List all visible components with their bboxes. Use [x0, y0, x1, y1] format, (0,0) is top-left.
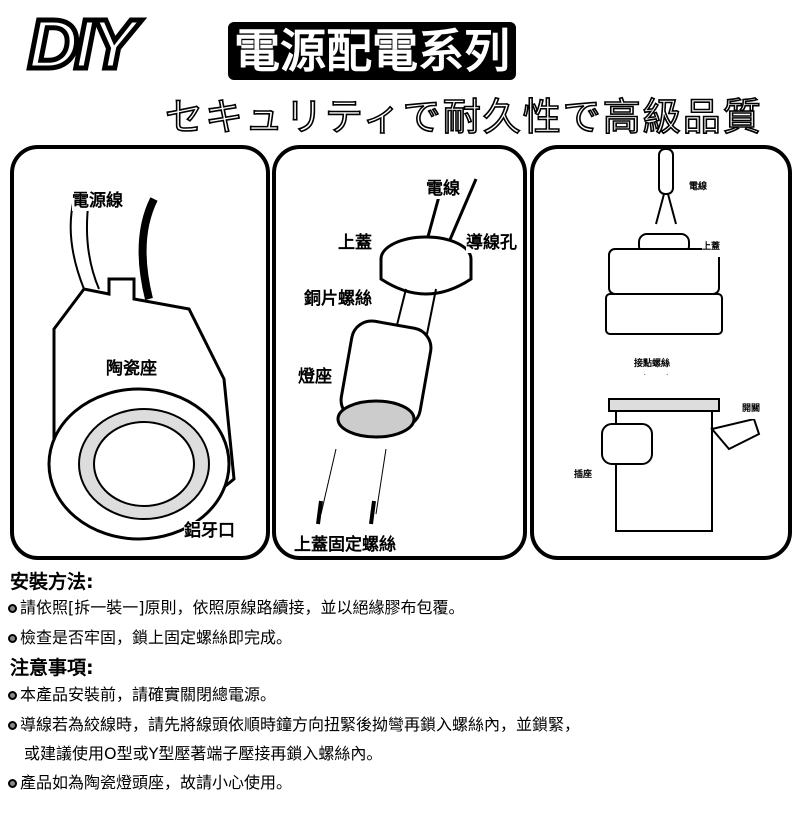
label-aluminum-thread: 鋁牙口 [184, 521, 235, 541]
note-item: 產品如為陶瓷燈頭座，故請小心使用。 [8, 772, 292, 794]
label-outlet: 插座 [574, 465, 593, 485]
subtitle: セキュリティで耐久性で高級品質 [164, 94, 763, 140]
series-title: 電源配電系列 [228, 22, 516, 80]
label-ceramic-base: 陶瓷座 [106, 359, 157, 379]
install-item: 檢查是否牢固，鎖上固定螺絲即完成。 [8, 627, 292, 649]
install-item: 請依照[拆一裝一]原則，依照原線路續接，並以絕緣膠布包覆。 [8, 597, 465, 619]
label-lamp-base: 燈座 [298, 367, 332, 387]
note-item-text: 產品如為陶瓷燈頭座，故請小心使用。 [20, 773, 293, 792]
panel-assembly: 電線 上蓋 導線孔 銅片螺絲 燈座 上蓋固定螺絲 [272, 145, 527, 560]
switch-socket-illustration [601, 149, 761, 532]
label-contact-screw: 接點螺絲 [634, 354, 671, 374]
note-item-text: 本產品安裝前，請確實關閉總電源。 [20, 685, 277, 704]
label-power-wire: 電源線 [72, 191, 123, 211]
panel-ceramic-socket: 電源線 陶瓷座 鋁牙口 [10, 145, 270, 560]
label-wire: 電線 [426, 179, 460, 199]
label-cover-fixing-screw: 上蓋固定螺絲 [294, 535, 396, 555]
install-heading: 安裝方法: [10, 571, 94, 593]
note-item-text: 導線若為絞線時，請先將線頭依順時鐘方向扭緊後拗彎再鎖入螺絲內，並鎖緊， [20, 715, 581, 734]
label-top-cover: 上蓋 [338, 233, 372, 253]
install-item-text: 請依照[拆一裝一]原則，依照原線路續接，並以絕緣膠布包覆。 [20, 598, 465, 617]
install-item-text: 檢查是否牢固，鎖上固定螺絲即完成。 [20, 628, 293, 647]
label-wire: 電線 [689, 177, 708, 197]
panel-switch-socket: 電線 上蓋 接點螺絲 開關 插座 [530, 145, 792, 560]
notes-heading: 注意事項: [10, 657, 94, 679]
label-wire-hole: 導線孔 [466, 233, 517, 253]
label-top-cover: 上蓋 [702, 237, 721, 257]
ceramic-socket-illustration [47, 197, 236, 541]
label-copper-screw: 銅片螺絲 [304, 289, 372, 309]
diy-logo: DIY [26, 3, 140, 86]
label-switch: 開關 [742, 399, 761, 419]
note-item: 本產品安裝前，請確實關閉總電源。 [8, 684, 276, 706]
note-item-continuation: 或建議使用O型或Y型壓著端子壓接再鎖入螺絲內。 [24, 744, 383, 763]
assembly-illustration [316, 178, 478, 525]
note-item: 導線若為絞線時，請先將線頭依順時鐘方向扭緊後拗彎再鎖入螺絲內，並鎖緊， [8, 714, 580, 736]
